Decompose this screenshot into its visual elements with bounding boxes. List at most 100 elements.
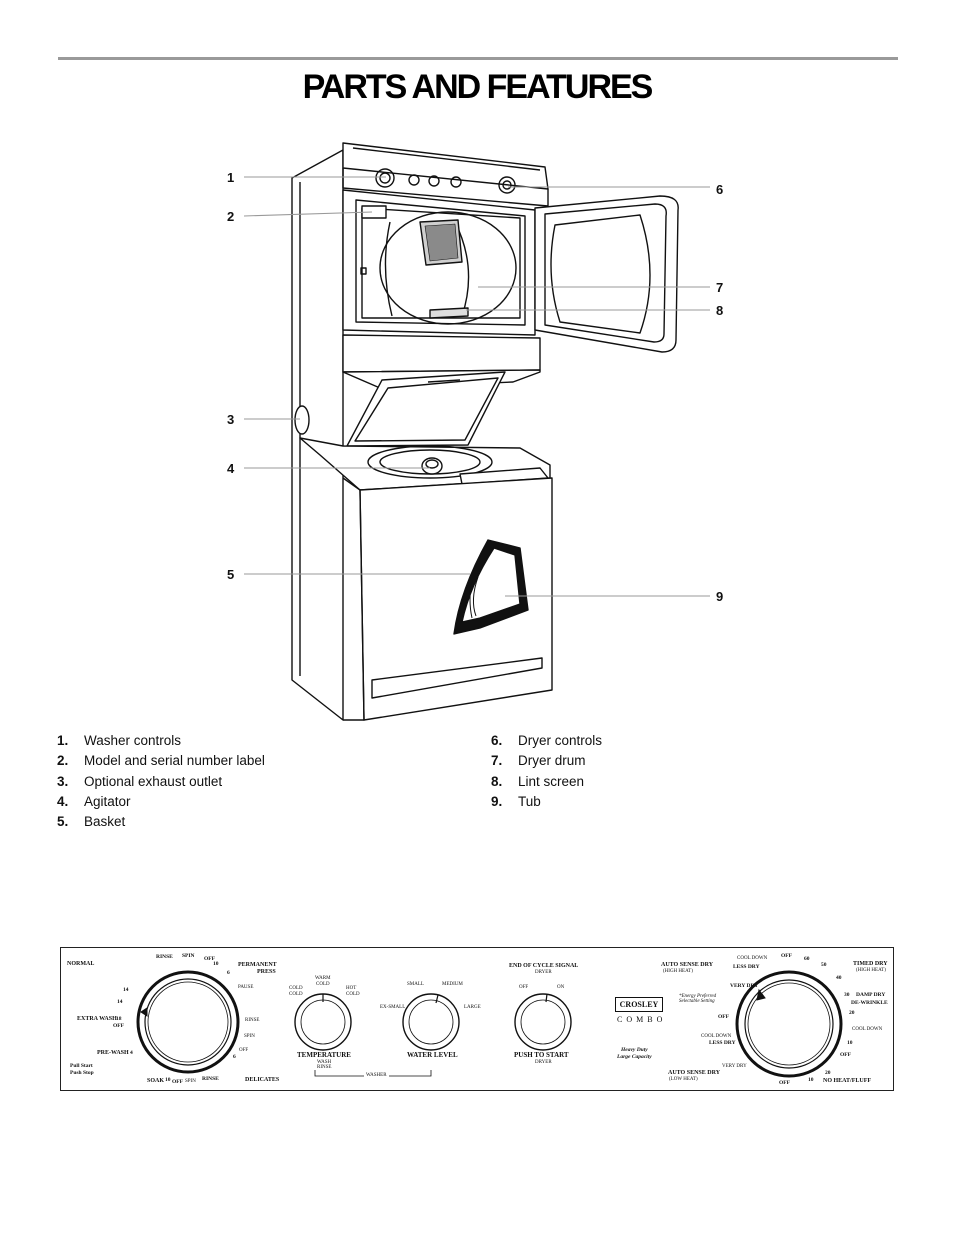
washer-14b-label: 14 <box>123 987 129 993</box>
list-item: 3.Optional exhaust outlet <box>57 773 223 789</box>
control-panel: NORMAL RINSE SPIN OFF 10 6 PERMANENT PRE… <box>60 947 894 1091</box>
washer-delicates-label: DELICATES <box>245 1077 280 1083</box>
push-dryer-label: DRYER <box>535 1060 552 1065</box>
dryer-30-label: 30 <box>844 992 850 998</box>
dryer-timed-high-label: (HIGH HEAT) <box>856 968 886 973</box>
dryer-50-label: 50 <box>821 962 827 968</box>
dryer-off2-label: OFF <box>840 1052 851 1058</box>
washer-spin-label: SPIN <box>182 953 195 959</box>
list-item: 7.Dryer drum <box>491 753 586 769</box>
control-panel-graphics <box>136 970 843 1078</box>
water-medium-label: MEDIUM <box>442 982 463 987</box>
dryer-timed-dry-label: TIMED DRY <box>853 961 888 967</box>
washer-off2-label: OFF <box>239 1048 249 1053</box>
end-signal-dryer: DRYER <box>535 970 552 975</box>
combo-label: COMBO <box>617 1015 667 1024</box>
callout-1: 1 <box>227 170 235 185</box>
washer-spin3-label: SPIN <box>185 1079 196 1084</box>
washer-soak-label: SOAK <box>147 1078 165 1084</box>
washer-prewash-label: PRE-WASH <box>97 1050 129 1056</box>
page-title: PARTS AND FEATURES <box>302 68 654 106</box>
temp-hot-cold-label: COLD <box>346 992 360 997</box>
washer-dryer-illustration <box>243 142 710 721</box>
temp-cold-label: COLD <box>289 986 303 991</box>
dryer-10-label: 10 <box>847 1040 853 1046</box>
dryer-off-label: OFF <box>781 953 792 959</box>
washer-18-label: 18 <box>116 1016 122 1022</box>
temp-wash-label: WASH <box>317 1060 332 1065</box>
end-signal-title: END OF CYCLE SIGNAL <box>509 963 579 969</box>
list-item: 4.Agitator <box>57 793 131 809</box>
callout-8: 8 <box>716 303 724 318</box>
dryer-less-dry-label: LESS DRY <box>733 964 760 970</box>
signal-off-label: OFF <box>519 985 529 990</box>
temp-warm-cold-label: COLD <box>316 982 330 987</box>
dryer-20b-label: 20 <box>825 1070 831 1076</box>
list-item: 2.Model and serial number label <box>57 753 265 769</box>
push-to-start-label: PUSH TO START <box>514 1051 569 1059</box>
dryer-damp-dry-label: DAMP DRY <box>856 992 886 998</box>
dryer-cool-down3-label: COOL DOWN <box>701 1034 732 1039</box>
callout-2: 2 <box>227 209 235 224</box>
washer-4-label: 4 <box>130 1050 133 1056</box>
temp-cold-cold-label: COLD <box>289 992 303 997</box>
washer-rinse2-label: RINSE <box>245 1018 260 1023</box>
washer-normal-label: NORMAL <box>67 961 95 967</box>
crosley-logo: CROSLEY <box>615 997 663 1012</box>
list-item: 1.Washer controls <box>57 733 182 748</box>
washer-off-label: OFF <box>204 956 215 962</box>
dryer-energy-label: *Energy Preferred <box>679 994 717 999</box>
washer-pull-start-label: Pull Start <box>70 1063 93 1069</box>
washer-14-label: 14 <box>117 999 123 1005</box>
washer-off3-label: OFF <box>172 1079 183 1085</box>
dryer-off3-label: OFF <box>718 1014 729 1020</box>
temp-rinse-label: RINSE <box>317 1065 332 1070</box>
dryer-10b-label: 10 <box>808 1077 814 1083</box>
dryer-cool-down2-label: COOL DOWN <box>852 1027 883 1032</box>
temp-warm-label: WARM <box>315 976 331 981</box>
temperature-label: TEMPERATURE <box>297 1051 351 1059</box>
callout-5: 5 <box>227 567 235 582</box>
washer-push-stop-label: Push Stop <box>70 1070 94 1076</box>
list-item: 6.Dryer controls <box>491 733 603 748</box>
washer-6-label: 6 <box>227 970 230 976</box>
washer-permanent-label: PERMANENT <box>238 962 277 968</box>
washer-off4-label: OFF <box>113 1023 124 1029</box>
washer-extra-wash-label: EXTRA WASH <box>77 1016 117 1022</box>
dryer-less-dry2-label: LESS DRY <box>709 1040 736 1046</box>
dryer-very-dry-label: VERY DRY <box>730 983 759 989</box>
list-item: 5.Basket <box>57 814 126 830</box>
parts-list-left: 1.Washer controls 2.Model and serial num… <box>57 731 265 832</box>
washer-rinse3-label: RINSE <box>202 1076 219 1082</box>
dryer-20-label: 20 <box>849 1010 855 1016</box>
dryer-cool-down-label: COOL DOWN <box>737 956 768 961</box>
dryer-low-heat-label: (LOW HEAT) <box>669 1077 698 1082</box>
dryer-very-dry2-label: VERY DRY <box>722 1064 747 1069</box>
dryer-off4-label: OFF <box>779 1080 790 1086</box>
water-small-label: SMALL <box>407 982 424 987</box>
callout-7: 7 <box>716 280 724 295</box>
washer-10-label: 10 <box>213 961 219 967</box>
washer-press-label: PRESS <box>257 969 276 975</box>
dryer-60-label: 60 <box>804 956 810 962</box>
water-large-label: LARGE <box>464 1005 481 1010</box>
dryer-40-label: 40 <box>836 975 842 981</box>
washer-6b-label: 6 <box>233 1054 236 1060</box>
washer-10b-label: 10 <box>165 1077 171 1083</box>
signal-on-label: ON <box>557 985 565 990</box>
washer-pause-label: PAUSE <box>238 985 254 990</box>
list-item: 9.Tub <box>491 793 541 809</box>
temp-hot-label: HOT <box>346 986 357 991</box>
list-item: 8.Lint screen <box>491 773 585 789</box>
callout-9: 9 <box>716 589 724 604</box>
washer-rinse-label: RINSE <box>156 954 173 960</box>
dryer-auto-low-label: AUTO SENSE DRY <box>668 1070 721 1076</box>
washer-bracket-label: WASHER <box>364 1073 389 1079</box>
washer-spin2-label: SPIN <box>244 1034 255 1039</box>
dryer-dewrinkle-label: DE-WRINKLE <box>851 1000 888 1006</box>
top-rule <box>58 57 898 60</box>
callout-6: 6 <box>716 182 724 197</box>
callout-3: 3 <box>227 412 235 427</box>
dryer-auto-high-label: AUTO SENSE DRY <box>661 962 714 968</box>
callout-4: 4 <box>227 461 235 476</box>
